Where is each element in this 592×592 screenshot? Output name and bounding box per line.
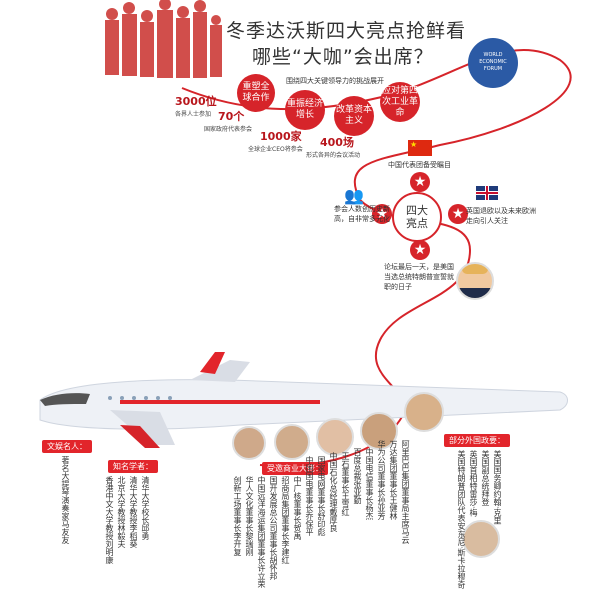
foreign-leader-name: 美国副总统拜登 (481, 450, 490, 506)
scholar-name: 北京大学教授林毅夫 (117, 476, 126, 548)
portrait-theresa-may (462, 520, 500, 558)
uk-flag-icon (476, 186, 498, 200)
business-name: 王石董事长王雪红 (341, 452, 350, 516)
stat-governments-desc: 国家政府代表参会 (204, 126, 253, 133)
foreign-leader-name: 美国国务卿约翰·克里 (493, 450, 502, 525)
bubble-global-cooperation: 重塑全球合作 (237, 74, 275, 112)
portrait-executive (274, 424, 310, 460)
page-title: 冬季达沃斯四大亮点抢鲜看 哪些“大咖”会出席？ (226, 18, 466, 70)
highlight-china: 中国代表团备受瞩目 (388, 161, 451, 169)
highlight-attendance: 参会人数创历史新高，自非常多元化 (334, 205, 390, 223)
title-line-2: 哪些“大咖”会出席？ (252, 46, 434, 68)
business-name: 华人文化董事长黎瑞刚 (245, 476, 254, 556)
business-crowd (105, 0, 222, 78)
airplane (39, 352, 568, 448)
business-name: 招商局集团董事长李建红 (281, 476, 290, 564)
portrait-female-executive (316, 418, 354, 456)
business-name: 阿里巴巴集团董事局主席马云 (401, 440, 410, 544)
scholar-name: 清华大学校长邱勇 (141, 476, 150, 540)
title-line-1: 冬季达沃斯四大亮点抢鲜看 (226, 20, 467, 42)
business-name: 百度总裁张亚勤 (353, 448, 362, 504)
star-icon: ★ (410, 240, 430, 260)
tag-culture: 文娱名人： (42, 440, 92, 453)
business-name: 国开发展总公司董事长胡怀邦 (269, 476, 278, 580)
stat-people-desc: 各界人士参加 (175, 111, 212, 118)
stat-ceos: 1000家 全球企业CEO将参会 (248, 128, 303, 153)
stat-governments: 70个 国家政府代表参会 (204, 108, 252, 133)
tag-business: 受邀商业大佬： (262, 462, 328, 475)
highlight-brexit: 英国退欧以及未来欧洲走向引人关注 (466, 207, 536, 225)
star-icon: ★ (410, 172, 430, 192)
business-name: 中国电信董事长杨杰 (365, 448, 374, 520)
highlight-trump: 论坛最后一天，是美国当选总统特朗普宣誓就职的日子 (384, 263, 454, 291)
theme-intro: 围绕四大关键领导力的挑战展开 (286, 77, 384, 85)
tag-foreign-leaders: 部分外国政要： (444, 434, 510, 447)
stat-governments-num: 70个 (218, 110, 245, 123)
scholar-name: 香港中文大学教授刘明康 (105, 476, 114, 564)
center-label: 四大亮点 (392, 192, 442, 242)
stat-ceos-num: 1000家 (260, 130, 302, 143)
business-name: 华为公司董事长孙亚芳 (377, 440, 386, 520)
portrait-wang-jianlin (360, 412, 398, 450)
china-flag-icon: ★ (408, 140, 432, 156)
people-icon: 👥 (344, 186, 364, 205)
business-name: 万达集团董事长王健林 (389, 440, 398, 520)
stat-ceos-desc: 全球企业CEO将参会 (248, 146, 303, 153)
scholar-name: 清华大学教授李稻葵 (129, 476, 138, 548)
portrait-jack-ma (404, 392, 444, 432)
wef-logo-line2: ECONOMIC (479, 59, 507, 65)
stat-people-num: 3000位 (175, 95, 217, 108)
bubble-economic-growth: 重振经济增长 (285, 90, 325, 130)
stat-sessions-num: 400场 (320, 136, 354, 149)
culture-name: 著名大提琴演奏家马友友 (61, 456, 70, 544)
business-name: 中国国电董事长乔保平 (305, 456, 314, 536)
tag-scholars: 知名学者： (108, 460, 158, 473)
stat-sessions-desc: 形式各异的会议活动 (306, 152, 361, 159)
wef-logo: WORLD ECONOMIC FORUM (468, 38, 518, 88)
star-icon: ★ (372, 204, 392, 224)
business-name: 国家电网董事长舒印彪 (317, 456, 326, 536)
bubble-reform-capitalism: 改革资本主义 (334, 96, 374, 136)
business-name: 中广核董事长贺禹 (293, 476, 302, 540)
foreign-leader-name: 英国首相特雷莎·梅 (469, 450, 478, 517)
bubble-fourth-industrial-revolution: 应对第四次工业革命 (380, 82, 420, 122)
portrait-scholar (232, 426, 266, 460)
business-name: 中国远洋海运集团董事长许立荣 (257, 476, 266, 588)
stat-people: 3000位 各界人士参加 (175, 93, 217, 118)
stat-sessions: 400场 形式各异的会议活动 (306, 134, 360, 159)
wef-logo-line3: FORUM (483, 66, 503, 72)
business-name: 中国石化总经理戴厚良 (329, 452, 338, 532)
wef-logo-line1: WORLD (483, 52, 503, 58)
business-name: 创新工场董事长李开复 (233, 476, 242, 556)
trump-portrait (456, 262, 494, 300)
foreign-leader-name: 美国特朗普团队代表安东尼·斯卡拉穆奇 (457, 450, 466, 589)
star-icon: ★ (448, 204, 468, 224)
